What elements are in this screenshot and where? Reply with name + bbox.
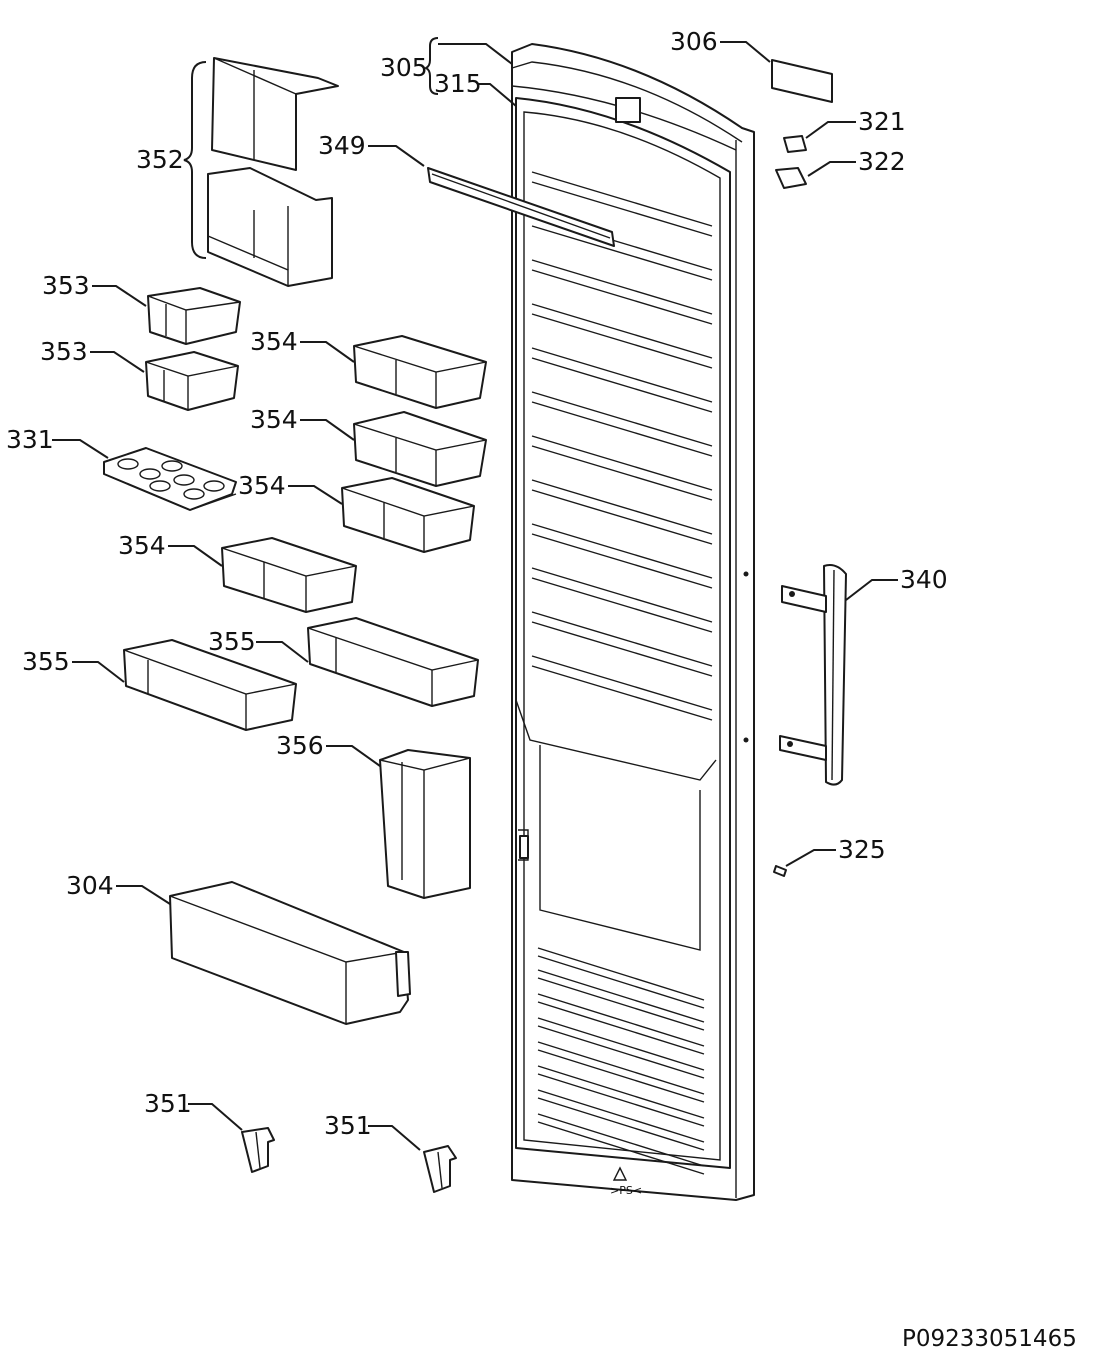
callout-356: 356 bbox=[276, 731, 324, 760]
door-assembly: >PS< bbox=[511, 43, 755, 1201]
callout-304: 304 bbox=[66, 871, 114, 900]
callout-354-4: 354 bbox=[118, 531, 166, 560]
door-grille bbox=[537, 947, 705, 1175]
callout-349: 349 bbox=[318, 131, 366, 160]
callout-355-left: 355 bbox=[22, 647, 70, 676]
callout-351-right: 351 bbox=[324, 1111, 372, 1140]
part-331-egg-tray bbox=[103, 447, 237, 511]
callout-355-right: 355 bbox=[208, 627, 256, 656]
callout-322: 322 bbox=[858, 147, 906, 176]
callout-353-upper: 353 bbox=[42, 271, 90, 300]
callout-354-3: 354 bbox=[238, 471, 286, 500]
callout-315: 315 bbox=[434, 69, 482, 98]
part-352-butter-compartment bbox=[207, 57, 339, 287]
part-354-bin-1 bbox=[353, 335, 487, 409]
callout-351-left: 351 bbox=[144, 1089, 192, 1118]
callout-305: 305 bbox=[380, 53, 428, 82]
part-325-screw bbox=[773, 865, 787, 877]
callout-331: 331 bbox=[6, 425, 54, 454]
part-353-small-bin-lower bbox=[145, 351, 239, 411]
part-355-long-bin-left bbox=[123, 639, 297, 731]
part-321-cap bbox=[783, 135, 807, 153]
part-349-rail bbox=[427, 167, 615, 247]
part-351-clip-right bbox=[423, 1145, 457, 1193]
callout-354-1: 354 bbox=[250, 327, 298, 356]
callout-306: 306 bbox=[670, 27, 718, 56]
document-id: P09233051465 bbox=[902, 1326, 1077, 1352]
callout-352: 352 bbox=[136, 145, 184, 174]
callout-354-2: 354 bbox=[250, 405, 298, 434]
part-353-small-bin-upper bbox=[147, 287, 241, 345]
part-356-bottle-holder bbox=[379, 749, 471, 899]
callout-340: 340 bbox=[900, 565, 948, 594]
part-351-clip-left bbox=[241, 1127, 275, 1173]
part-322-cover bbox=[775, 167, 807, 189]
callout-321: 321 bbox=[858, 107, 906, 136]
part-304-bottom-shelf bbox=[169, 881, 411, 1025]
part-355-long-bin-right bbox=[307, 617, 479, 707]
part-306-label-plate bbox=[771, 59, 833, 103]
part-354-bin-3 bbox=[341, 477, 475, 553]
callout-325: 325 bbox=[838, 835, 886, 864]
part-340-handle bbox=[779, 564, 847, 786]
leader-lines bbox=[52, 41, 898, 1151]
recycling-mark: >PS< bbox=[610, 1184, 642, 1197]
part-354-bin-4 bbox=[221, 537, 357, 613]
brace-305-315 bbox=[423, 37, 439, 95]
callout-353-lower: 353 bbox=[40, 337, 88, 366]
brace-352 bbox=[183, 61, 207, 259]
door-ribs bbox=[531, 171, 713, 721]
part-354-bin-2 bbox=[353, 411, 487, 487]
